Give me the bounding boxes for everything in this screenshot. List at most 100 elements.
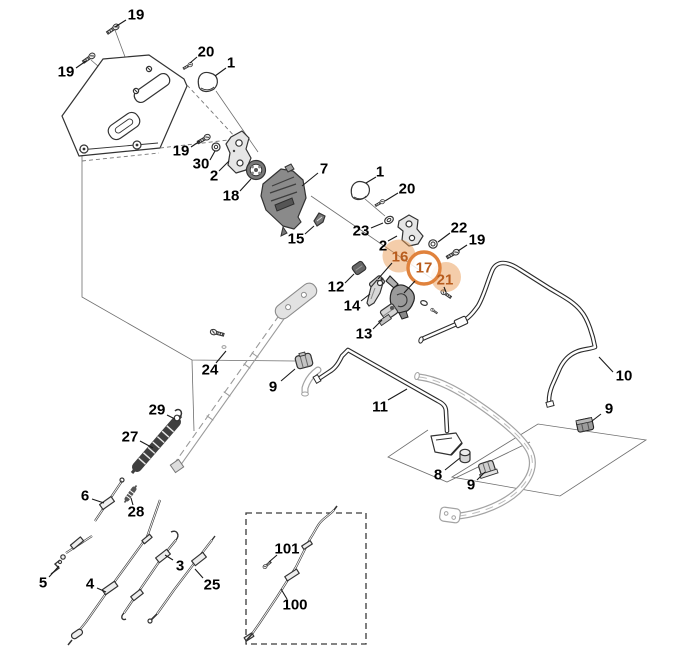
part-label-14[interactable]: 14	[344, 298, 361, 315]
part-label-19[interactable]: 19	[128, 7, 145, 24]
layer-labels: 1919201193021871512023222191617211214132…	[39, 7, 633, 614]
cap-1-top	[197, 71, 218, 93]
bail-tube-10	[418, 260, 598, 408]
part-label-1[interactable]: 1	[376, 164, 384, 181]
part-label-24[interactable]: 24	[202, 362, 219, 379]
leader-line-17	[403, 280, 416, 294]
leader-line-15	[304, 225, 315, 235]
leader-line-20	[189, 56, 198, 64]
part-label-23[interactable]: 23	[353, 223, 370, 240]
part-label-22[interactable]: 22	[451, 220, 468, 237]
leader-line-2	[218, 160, 230, 172]
highlight-circle-ring[interactable]	[406, 250, 442, 286]
console-panel	[61, 54, 238, 162]
part-label-18[interactable]: 18	[223, 188, 240, 205]
nut-22	[428, 239, 438, 249]
leader-line-19	[457, 244, 468, 252]
part-label-6[interactable]: 6	[81, 488, 89, 505]
inset-option-box	[243, 505, 367, 645]
handlebar-end-plate	[439, 506, 461, 524]
part-label-16[interactable]: 16	[392, 249, 409, 266]
part-label-30[interactable]: 30	[193, 156, 210, 173]
clamp-13	[378, 303, 399, 327]
leader-line-21	[443, 286, 447, 293]
leader-line-11	[387, 388, 408, 401]
part-label-9[interactable]: 9	[269, 379, 277, 396]
part-label-7[interactable]: 7	[320, 161, 328, 178]
leader-line-9	[591, 413, 602, 422]
leader-line-24	[215, 350, 227, 364]
part-label-8[interactable]: 8	[434, 467, 442, 484]
part-label-100[interactable]: 100	[282, 597, 307, 614]
screw-20-top	[182, 61, 194, 71]
leader-line-2	[387, 235, 398, 242]
washer-23	[384, 215, 394, 225]
leader-line-14	[360, 293, 371, 302]
part-label-11[interactable]: 11	[372, 399, 388, 416]
part-label-17[interactable]: 17	[416, 260, 433, 277]
part-label-15[interactable]: 15	[288, 231, 305, 248]
leader-line-25	[194, 568, 204, 579]
leader-line-7	[301, 172, 319, 187]
gear-18	[245, 159, 267, 181]
leader-line-20	[384, 192, 399, 202]
cable-5	[50, 535, 93, 575]
leader-line-101	[268, 554, 278, 563]
part-label-3[interactable]: 3	[176, 558, 184, 575]
leader-line-18	[239, 178, 252, 192]
rod-11	[312, 347, 463, 456]
leader-line-28	[130, 497, 134, 506]
part-label-20[interactable]: 20	[198, 44, 215, 61]
tube-mount-plate	[274, 282, 318, 320]
part-label-19[interactable]: 19	[58, 64, 75, 81]
washer-21-small	[420, 300, 439, 315]
leader-line-23	[370, 222, 384, 229]
part-label-5[interactable]: 5	[39, 575, 47, 592]
part-label-28[interactable]: 28	[128, 504, 145, 521]
leader-line-19	[114, 19, 127, 28]
leader-line-9	[280, 368, 296, 382]
part-label-27[interactable]: 27	[122, 429, 139, 446]
part-label-2[interactable]: 2	[210, 168, 218, 185]
cap-1-mid	[350, 180, 370, 201]
part-label-29[interactable]: 29	[149, 402, 166, 419]
leader-line-3	[164, 554, 174, 561]
part-label-12[interactable]: 12	[328, 279, 345, 296]
leader-line-4	[96, 587, 107, 593]
cable-4	[67, 499, 162, 646]
leader-line-1	[214, 67, 227, 77]
part-label-9[interactable]: 9	[605, 401, 613, 418]
part-label-4[interactable]: 4	[86, 576, 95, 593]
spring-28	[123, 485, 138, 503]
part-label-2[interactable]: 2	[379, 238, 387, 255]
part-label-20[interactable]: 20	[399, 181, 416, 198]
part-label-25[interactable]: 25	[204, 577, 221, 594]
part-label-101[interactable]: 101	[274, 541, 299, 558]
cap-9-right	[575, 416, 595, 433]
clamp-9-bottom	[478, 460, 499, 479]
leader-line-12	[344, 273, 355, 284]
part-label-9[interactable]: 9	[467, 477, 475, 494]
screw-19-right	[445, 247, 461, 261]
leader-line-9	[476, 471, 486, 481]
part-label-1[interactable]: 1	[227, 55, 235, 72]
part-label-13[interactable]: 13	[356, 326, 373, 343]
leader-line-19	[75, 60, 87, 69]
leader-line-100	[280, 588, 288, 600]
part-label-21[interactable]: 21	[437, 272, 454, 289]
lower-handlebar	[301, 366, 536, 524]
leader-line-22	[437, 232, 451, 243]
part-label-19[interactable]: 19	[469, 232, 486, 249]
layer-leaders	[48, 19, 614, 600]
cable-6	[94, 477, 125, 522]
leader-line-6	[91, 498, 105, 504]
bracket-2-right	[397, 214, 424, 247]
panel-screw-icon	[132, 65, 153, 95]
part-label-19[interactable]: 19	[173, 143, 190, 160]
part-label-10[interactable]: 10	[616, 368, 633, 385]
hook-29	[173, 408, 183, 422]
leader-line-5	[48, 565, 60, 578]
upper-handle-tube	[169, 282, 318, 474]
leader-line-30	[209, 150, 216, 161]
